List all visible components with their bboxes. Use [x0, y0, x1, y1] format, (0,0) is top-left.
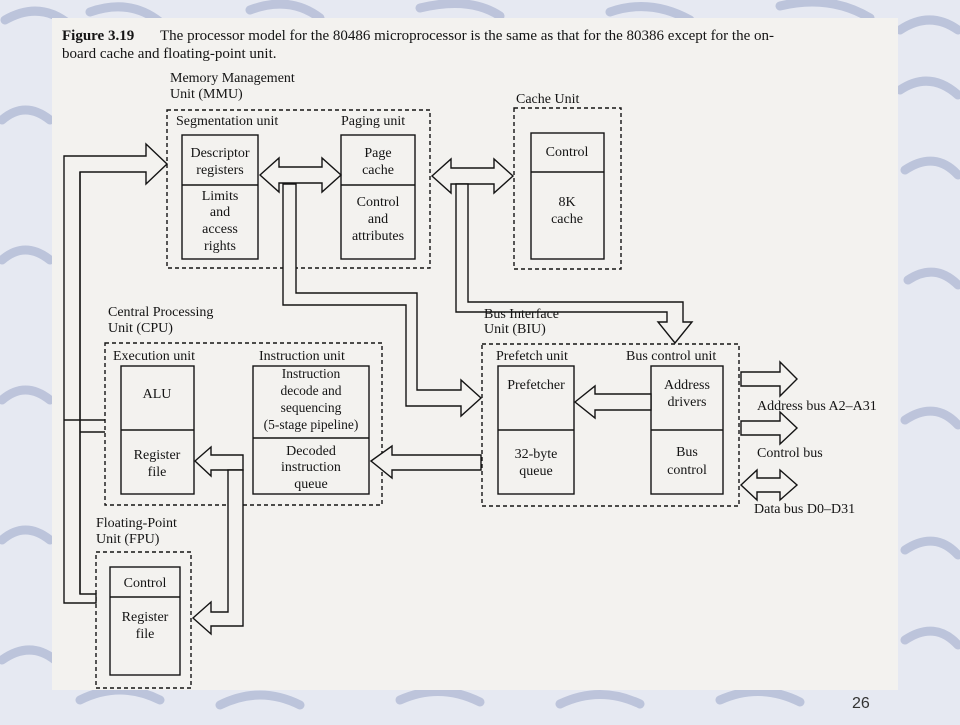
decoded-queue-text-2: instruction [281, 460, 341, 475]
fpu-control-text: Control [124, 576, 167, 591]
mmu-outline [166, 109, 431, 269]
cpu-to-mmu-path-arrow [63, 142, 169, 604]
prefetch-unit-label: Prefetch unit [496, 349, 568, 364]
decoded-queue-text-3: queue [294, 477, 327, 492]
fpu-register-text-1: Register [122, 610, 169, 625]
queue-text-2: queue [519, 464, 552, 479]
decode-to-fpu-arrow [191, 469, 244, 636]
control-attr-text-3: attributes [352, 229, 404, 244]
fpu-outline [95, 551, 192, 689]
descriptor-text-2: registers [196, 163, 243, 178]
decode-text-3: sequencing [281, 400, 342, 415]
caption-line-1: The processor model for the 80486 microp… [160, 28, 774, 44]
fpu-register-text-2: file [136, 627, 155, 642]
mmu-label-line2: Unit (MMU) [170, 87, 243, 102]
mmu-cache-arrow [430, 157, 515, 195]
biu-outline [481, 343, 740, 507]
bus-control-text-2: control [667, 463, 707, 478]
data-bus-arrow [739, 468, 799, 502]
page-cache-text-2: cache [362, 163, 394, 178]
register-file-text-2: file [148, 465, 167, 480]
cache-box [530, 132, 605, 260]
instruction-unit-label: Instruction unit [259, 349, 345, 364]
address-drivers-text-1: Address [664, 378, 710, 393]
control-bus-arrow [740, 410, 799, 446]
decode-text-2: decode and [280, 383, 341, 398]
address-bus-label: Address bus A2–A31 [757, 399, 877, 414]
descriptor-registers-box [181, 134, 259, 260]
register-file-text-1: Register [134, 448, 181, 463]
limits-text-2: and [210, 205, 230, 220]
biu-label-line2: Unit (BIU) [484, 322, 546, 337]
figure-scan-panel [52, 18, 898, 690]
limits-text-4: rights [204, 239, 236, 254]
control-attr-text-1: Control [357, 195, 400, 210]
data-bus-label: Data bus D0–D31 [754, 502, 855, 517]
address-drivers-text-2: drivers [668, 395, 707, 410]
page-number: 26 [852, 695, 870, 712]
biu-label-line1: Bus Interface [484, 307, 559, 322]
decode-to-register-arrow [193, 445, 244, 478]
fpu-label-line2: Unit (FPU) [96, 532, 160, 547]
cache-size-text-1: 8K [558, 195, 575, 210]
prefetcher-text: Prefetcher [507, 378, 565, 393]
prefetch-to-decode-arrow [369, 444, 482, 480]
figure-caption: Figure 3.19 The processor model for the … [62, 28, 774, 62]
mmu-to-prefetcher-arrow [282, 183, 483, 418]
segmentation-unit-label: Segmentation unit [176, 114, 278, 129]
cpu-label-line2: Unit (CPU) [108, 321, 173, 336]
decoded-queue-text-1: Decoded [286, 444, 336, 459]
limits-text-3: access [202, 222, 238, 237]
cache-control-text: Control [546, 145, 589, 160]
cache-unit-outline [513, 107, 622, 270]
bus-control-text-1: Bus [676, 445, 698, 460]
bus-to-prefetcher-arrow [573, 384, 652, 420]
cache-size-text-2: cache [551, 212, 583, 227]
fpu-box [109, 566, 181, 676]
control-attr-text-2: and [368, 212, 388, 227]
decode-text-1: Instruction [282, 366, 341, 381]
paging-unit-label: Paging unit [341, 114, 405, 129]
decode-text-4: (5-stage pipeline) [264, 417, 359, 432]
cache-to-biu-arrow [455, 183, 694, 345]
paging-box [340, 134, 416, 260]
descriptor-text-1: Descriptor [190, 146, 249, 161]
address-bus-arrow [740, 360, 798, 398]
mmu-label-line1: Memory Management [170, 71, 295, 86]
bus-control-unit-label: Bus control unit [626, 349, 716, 364]
fpu-label-line1: Floating-Point [96, 516, 177, 531]
caption-line-2: board cache and floating-point unit. [62, 46, 277, 62]
page-cache-text-1: Page [364, 146, 391, 161]
background-swirl-decoration [0, 0, 960, 710]
execution-unit-label: Execution unit [113, 349, 195, 364]
figure-number: Figure 3.19 [62, 28, 134, 44]
queue-text-1: 32-byte [515, 447, 558, 462]
limits-text-1: Limits [202, 189, 239, 204]
cache-unit-label: Cache Unit [516, 92, 579, 107]
segmentation-paging-arrow [258, 156, 343, 194]
control-bus-label: Control bus [757, 446, 823, 461]
instruction-unit-box [252, 365, 370, 495]
alu-text: ALU [143, 387, 172, 402]
cpu-label-line1: Central Processing [108, 305, 213, 320]
